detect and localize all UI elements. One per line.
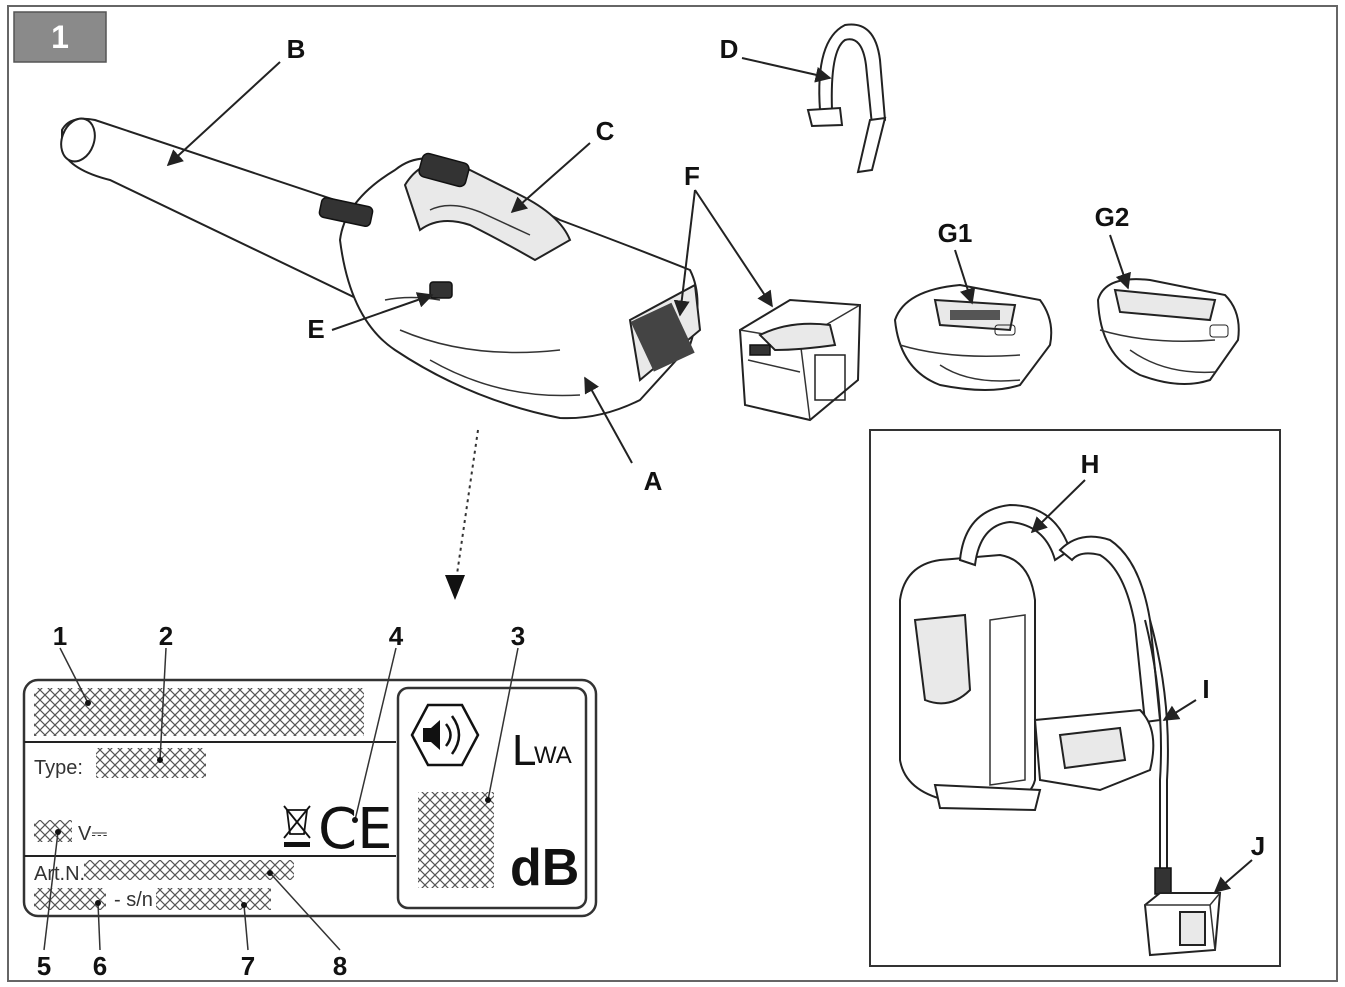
part-leader-lines bbox=[166, 57, 1253, 894]
plate-art-field bbox=[84, 860, 294, 880]
label-b: B bbox=[287, 34, 306, 64]
label-d: D bbox=[720, 34, 739, 64]
label-c: C bbox=[596, 116, 615, 146]
label-j: J bbox=[1251, 831, 1265, 861]
plate-brand-field bbox=[34, 688, 364, 736]
label-g1: G1 bbox=[938, 218, 973, 248]
label-f: F bbox=[684, 161, 700, 191]
figure-number: 1 bbox=[51, 19, 69, 55]
sound-power-icon bbox=[410, 703, 480, 767]
plate-callouts: 1 2 4 3 5 6 7 8 bbox=[37, 621, 525, 981]
blower-body bbox=[60, 117, 702, 420]
weee-bin-icon bbox=[283, 805, 311, 847]
plate-serial-field bbox=[156, 888, 271, 910]
plate-callout-2: 2 bbox=[159, 621, 173, 651]
rating-plate: Type: V⎓ CE Art.N. - s/n L WA bbox=[22, 678, 598, 918]
plate-type-field bbox=[96, 748, 206, 778]
label-g2: G2 bbox=[1095, 202, 1130, 232]
label-a: A bbox=[644, 466, 663, 496]
charger-g1 bbox=[893, 283, 1053, 391]
plate-callout-1: 1 bbox=[53, 621, 67, 651]
ce-mark-icon: CE bbox=[318, 797, 392, 862]
lwa-letter: L bbox=[512, 726, 536, 775]
plate-db-unit: dB bbox=[510, 839, 579, 897]
plate-serial-label: - s/n bbox=[114, 889, 153, 911]
plate-pointer-arrow bbox=[454, 429, 479, 589]
plate-callout-5: 5 bbox=[37, 951, 51, 981]
shoulder-strap bbox=[806, 23, 887, 174]
plate-batch-field bbox=[34, 888, 106, 910]
plate-callout-6: 6 bbox=[93, 951, 107, 981]
plate-type-label: Type: bbox=[34, 757, 83, 779]
backpack-battery-j bbox=[1143, 892, 1222, 957]
lwa-subscript: WA bbox=[534, 742, 572, 769]
backpack-harness bbox=[899, 503, 1172, 895]
plate-voltage-unit: V⎓ bbox=[78, 823, 107, 845]
battery-pack bbox=[738, 298, 862, 422]
label-h: H bbox=[1081, 449, 1100, 479]
plate-pointer-head bbox=[445, 575, 465, 600]
plate-leader-lines bbox=[43, 647, 519, 951]
label-e: E bbox=[307, 314, 324, 344]
figure-frame bbox=[7, 5, 1338, 982]
plate-callout-7: 7 bbox=[241, 951, 255, 981]
plate-callout-3: 3 bbox=[511, 621, 525, 651]
figure-number-badge: 1 bbox=[13, 11, 107, 63]
label-i: I bbox=[1202, 674, 1209, 704]
plate-art-label: Art.N. bbox=[34, 863, 85, 885]
charger-g2 bbox=[1096, 278, 1240, 385]
plate-callout-8: 8 bbox=[333, 951, 347, 981]
plate-voltage-field bbox=[34, 820, 72, 842]
plate-db-field bbox=[418, 792, 494, 888]
plate-callout-4: 4 bbox=[389, 621, 404, 651]
